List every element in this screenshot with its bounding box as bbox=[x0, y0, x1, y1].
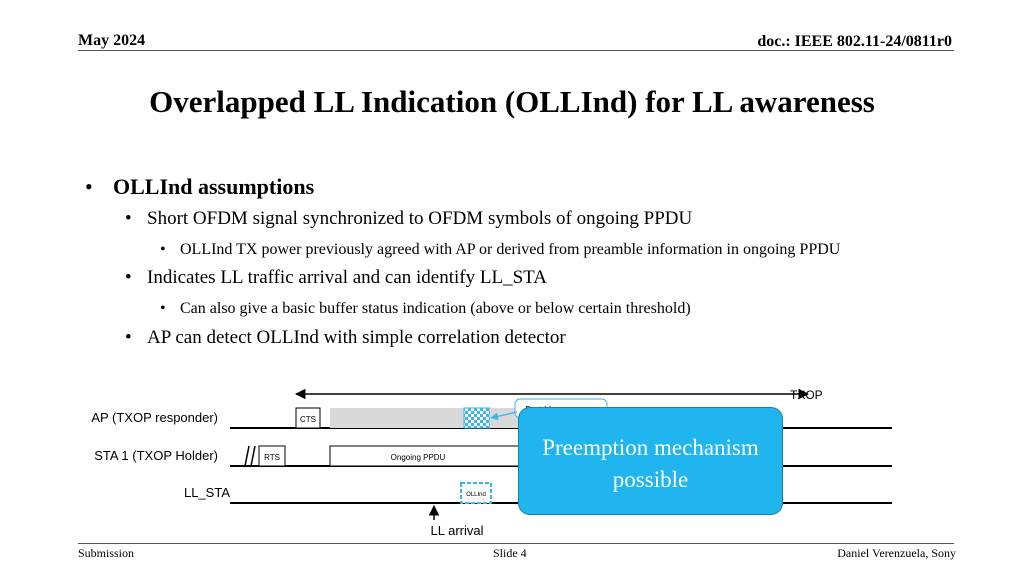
ll-arrival-label: LL arrival bbox=[431, 523, 484, 538]
bullet-buffer-status: • Can also give a basic buffer status ind… bbox=[160, 300, 691, 318]
header-doc-id: doc.: IEEE 802.11-24/0811r0 bbox=[757, 33, 952, 50]
bullet-text: Indicates LL traffic arrival and can ide… bbox=[147, 267, 547, 288]
row-label-ap: AP (TXOP responder) bbox=[91, 410, 218, 425]
footer-author: Daniel Verenzuela, Sony bbox=[837, 546, 956, 560]
txop-label: TXOP bbox=[790, 388, 823, 402]
ollind-reception-block bbox=[463, 407, 491, 429]
ollind-frame bbox=[460, 482, 492, 504]
bullet-dot: • bbox=[160, 300, 166, 317]
sta1-break-mark bbox=[244, 445, 250, 467]
sta1-break-mark bbox=[250, 445, 256, 467]
preemption-callout: Preemption mechanism possible bbox=[518, 407, 783, 515]
cts-label: CTS bbox=[300, 415, 316, 424]
header-date: May 2024 bbox=[78, 32, 146, 49]
fast-ll-awareness-pointer bbox=[490, 411, 518, 421]
ongoing-ppdu-label: Ongoing PPDU bbox=[391, 453, 446, 462]
bullet-dot: • bbox=[125, 267, 132, 288]
bullet-ollind-assumptions: • OLLInd assumptions bbox=[85, 174, 314, 200]
bullet-dot: • bbox=[85, 174, 93, 199]
rts-label: RTS bbox=[264, 453, 280, 462]
bullet-dot: • bbox=[125, 208, 132, 229]
row-label-sta1: STA 1 (TXOP Holder) bbox=[94, 448, 218, 463]
footer-submission: Submission bbox=[78, 546, 135, 560]
slide-title: Overlapped LL Indication (OLLInd) for LL… bbox=[149, 84, 875, 119]
cts-frame bbox=[295, 407, 321, 429]
bullet-text: Short OFDM signal synchronized to OFDM s… bbox=[147, 208, 693, 229]
bullet-short-ofdm: • Short OFDM signal synchronized to OFDM … bbox=[125, 208, 692, 230]
footer-divider bbox=[78, 543, 954, 544]
ap-shaded-region bbox=[330, 408, 464, 428]
bullet-text: AP can detect OLLInd with simple correla… bbox=[147, 327, 566, 348]
rts-frame bbox=[258, 445, 286, 467]
row-label-ll-sta: LL_STA bbox=[184, 485, 230, 500]
bullet-text: OLLInd assumptions bbox=[113, 174, 315, 199]
bullet-text: Can also give a basic buffer status indi… bbox=[180, 300, 691, 317]
bullet-ll-traffic: • Indicates LL traffic arrival and can id… bbox=[125, 267, 547, 289]
bullet-dot: • bbox=[125, 327, 132, 348]
footer-slide-number: Slide 4 bbox=[493, 546, 527, 560]
bullet-text: OLLInd TX power previously agreed with A… bbox=[180, 241, 841, 258]
bullet-dot: • bbox=[160, 241, 166, 258]
bullet-ap-detect: • AP can detect OLLInd with simple correl… bbox=[125, 327, 566, 349]
bullet-tx-power: • OLLInd TX power previously agreed with … bbox=[160, 241, 840, 259]
header-divider bbox=[78, 50, 954, 51]
ollind-label: OLLInd bbox=[466, 492, 486, 498]
